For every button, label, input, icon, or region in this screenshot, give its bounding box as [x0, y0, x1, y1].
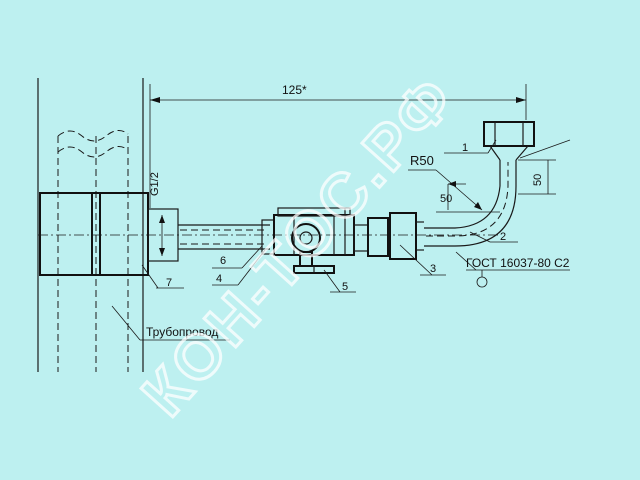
- dimension-length-label: 125*: [282, 83, 307, 97]
- union-nut: [353, 212, 424, 260]
- bend-radius-label: R50: [410, 153, 434, 168]
- boss-block: [38, 192, 500, 276]
- callout-3: 3: [430, 263, 436, 275]
- callout-7: 7: [166, 277, 172, 289]
- callouts: 1 2 3 4 5 6 7: [141, 139, 518, 293]
- dimension-length: 125*: [149, 83, 527, 208]
- callout-1: 1: [462, 142, 468, 154]
- callout-4: 4: [216, 273, 222, 285]
- top-nut: [483, 121, 535, 161]
- callout-5: 5: [342, 281, 348, 293]
- offset-vertical-label: 50: [532, 174, 544, 186]
- gost-annotation: ГОСТ 16037-80 С2: [455, 251, 570, 288]
- watermark: КОН-ТОС.РФ: [129, 63, 469, 430]
- pipeline-label: Трубопровод: [146, 325, 218, 339]
- pipeline-annotation: Трубопровод: [111, 305, 230, 341]
- dimension-bend: R50 50 50: [408, 139, 571, 213]
- callout-2: 2: [500, 231, 506, 243]
- pipeline-wall: [37, 78, 144, 372]
- callout-6: 6: [220, 255, 226, 267]
- offset-horizontal-label: 50: [440, 193, 452, 205]
- dimension-thread: G1/2: [149, 172, 165, 256]
- dimension-thread-label: G1/2: [149, 172, 161, 196]
- bent-pipe: [424, 160, 517, 247]
- gost-label: ГОСТ 16037-80 С2: [466, 256, 570, 270]
